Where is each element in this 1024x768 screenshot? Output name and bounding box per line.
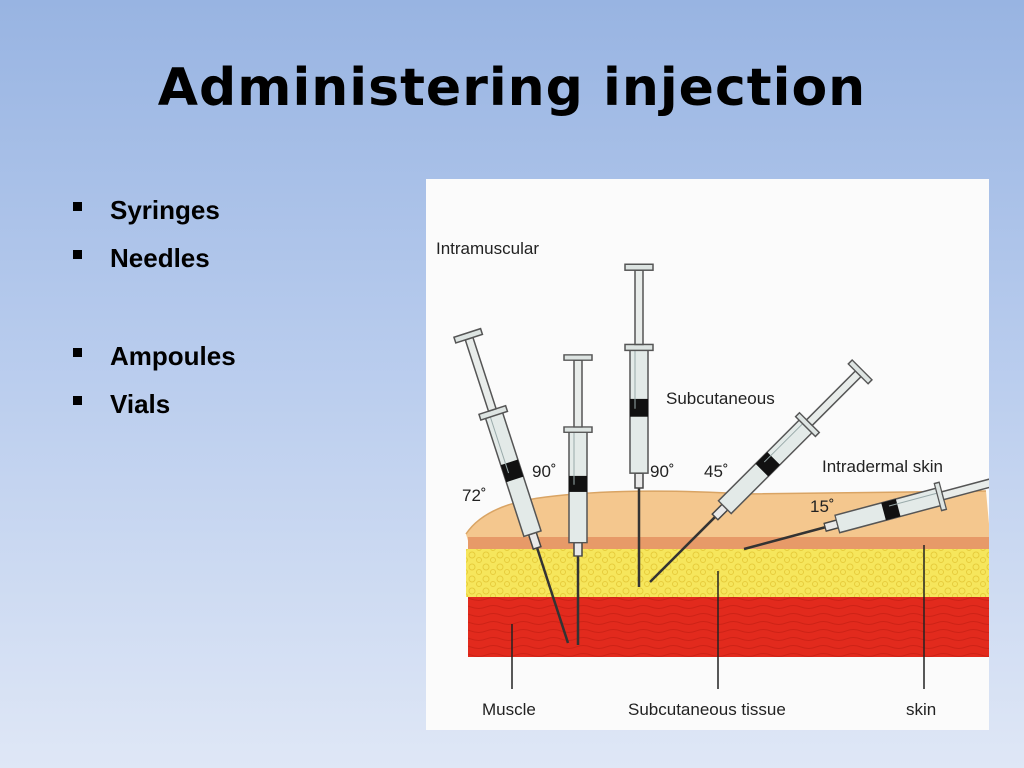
subcutaneous-tissue-label: Subcutaneous tissue (628, 700, 786, 719)
subcutaneous-fat-layer (466, 549, 989, 597)
intradermal-label: Intradermal skin (822, 457, 943, 476)
square-bullet-icon (73, 202, 82, 211)
bullet-text: Syringes (110, 195, 220, 225)
injection-angles-diagram: Intramuscular Subcutaneous Intradermal s… (426, 179, 989, 730)
skin-layer (465, 490, 989, 551)
muscle-layer (468, 597, 989, 657)
bullet-item-vials: Vials (70, 380, 236, 428)
slide-title: Administering injection (157, 58, 867, 118)
bullet-list: Syringes Needles Ampoules Vials (70, 186, 236, 428)
bullet-item-syringes: Syringes (70, 186, 236, 234)
square-bullet-icon (73, 396, 82, 405)
bullet-text: Needles (110, 243, 210, 273)
angle-45-label: 45˚ (704, 462, 729, 481)
square-bullet-icon (73, 250, 82, 259)
skin-label: skin (906, 700, 936, 719)
muscle-label: Muscle (482, 700, 536, 719)
bullet-text: Vials (110, 389, 171, 419)
bullet-item-needles: Needles (70, 234, 236, 282)
angle-90-label: 90˚ (650, 462, 675, 481)
bullet-text: Ampoules (110, 341, 236, 371)
intramuscular-label: Intramuscular (436, 239, 539, 258)
subcutaneous-label: Subcutaneous (666, 389, 775, 408)
angle-90-label: 90˚ (532, 462, 557, 481)
angle-15-label: 15˚ (810, 497, 835, 516)
bullet-item-ampoules: Ampoules (70, 332, 236, 380)
angle-72-label: 72˚ (462, 486, 487, 505)
square-bullet-icon (73, 348, 82, 357)
